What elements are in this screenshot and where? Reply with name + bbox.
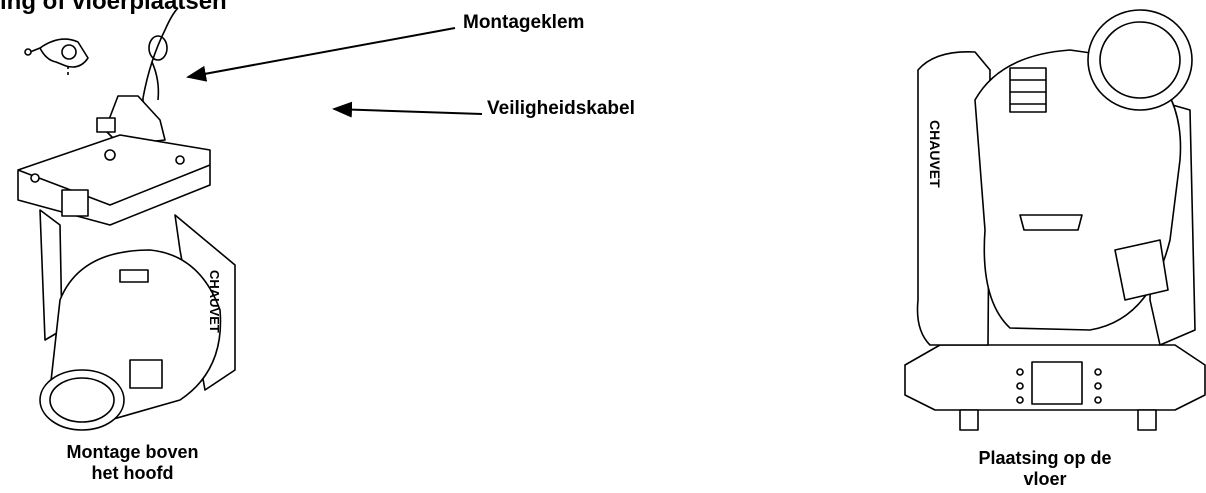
floor-placement-caption: Plaatsing op de vloer <box>935 448 1155 490</box>
clamp-callout-arrow <box>186 27 456 82</box>
overhead-mount-caption: Montage boven het hoofd <box>25 442 240 484</box>
overhead-caption-line-2: het hoofd <box>91 463 174 483</box>
floor-fixture-illustration: CHAUVET <box>904 9 1206 431</box>
diagram-heading: ing of vloerplaatsen <box>0 0 227 15</box>
floor-caption-line-2: vloer <box>1023 469 1067 489</box>
floor-caption-line-1: Plaatsing op de <box>978 448 1112 468</box>
overhead-fixture-illustration: CHAUVET <box>17 7 236 431</box>
overhead-logo-text: CHAUVET <box>207 270 222 333</box>
mounting-clamp-label: Montageklem <box>463 12 585 33</box>
overhead-caption-line-1: Montage boven <box>66 442 199 462</box>
floor-logo-text: CHAUVET <box>927 120 943 188</box>
safety-cable-icon <box>142 7 179 112</box>
mounting-clamp-icon <box>24 38 89 78</box>
safety-cable-label: Veiligheidskabel <box>487 98 635 119</box>
cable-callout-arrow <box>332 101 483 118</box>
